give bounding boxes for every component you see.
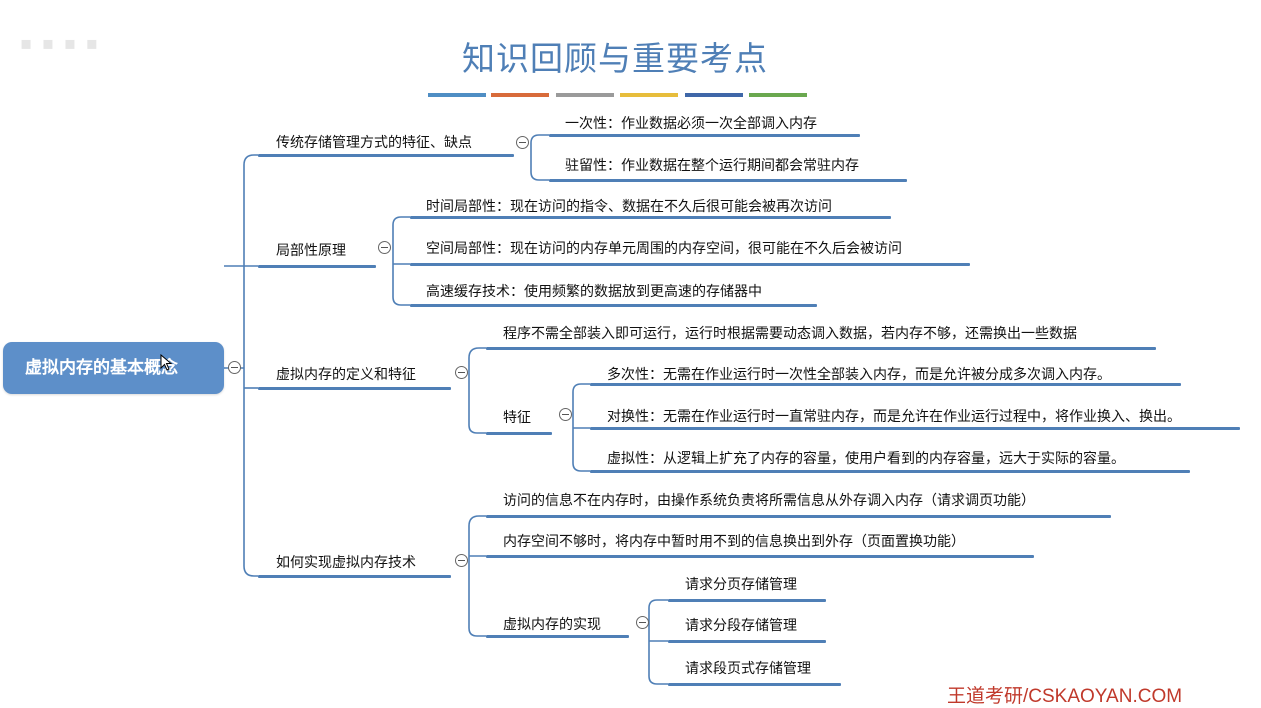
collapse-toggle-icon[interactable] — [559, 408, 572, 421]
collapse-toggle-icon[interactable] — [378, 241, 391, 254]
leaf-node[interactable]: 内存空间不够时，将内存中暂时用不到的信息换出到外存（页面置换功能） — [503, 534, 965, 550]
subbranch-node-vm-implementation[interactable]: 虚拟内存的实现 — [503, 617, 601, 633]
subbranch-underline — [486, 635, 629, 638]
leaf-node[interactable]: 一次性：作业数据必须一次全部调入内存 — [565, 116, 817, 132]
leaf-node[interactable]: 请求段页式存储管理 — [685, 661, 811, 677]
mouse-pointer-icon — [160, 354, 172, 371]
leaf-underline — [590, 427, 1240, 430]
collapse-toggle-icon[interactable] — [455, 366, 468, 379]
leaf-underline — [668, 640, 826, 643]
collapse-toggle-icon[interactable] — [636, 616, 649, 629]
color-bar-segment — [428, 93, 486, 97]
leaf-underline — [590, 383, 1181, 386]
branch-underline — [258, 575, 451, 578]
watermark: 王道考研/CSKAOYAN.COM — [947, 686, 1183, 707]
leaf-underline — [410, 263, 970, 266]
subbranch-underline — [486, 432, 552, 435]
leaf-node[interactable]: 高速缓存技术：使用频繁的数据放到更高速的存储器中 — [426, 284, 762, 300]
leaf-underline — [486, 555, 1034, 558]
collapse-toggle-icon[interactable] — [455, 554, 468, 567]
collapse-toggle-icon[interactable] — [228, 361, 241, 374]
leaf-node[interactable]: 程序不需全部装入即可运行，运行时根据需要动态调入数据，若内存不够，还需换出一些数… — [503, 326, 1077, 342]
branch-node-traditional-storage[interactable]: 传统存储管理方式的特征、缺点 — [276, 135, 472, 151]
subbranch-node-features[interactable]: 特征 — [503, 410, 531, 426]
color-bar-segment — [620, 93, 678, 97]
leaf-underline — [486, 347, 1156, 350]
leaf-node[interactable]: 对换性：无需在作业运行时一直常驻内存，而是允许在作业运行过程中，将作业换入、换出… — [607, 409, 1181, 425]
leaf-underline — [486, 515, 1111, 518]
leaf-underline — [410, 216, 891, 219]
faint-logo-mark: ▪ ▪ ▪ ▪ — [20, 33, 100, 54]
branch-node-locality[interactable]: 局部性原理 — [276, 243, 346, 259]
leaf-node[interactable]: 请求分页存储管理 — [685, 577, 797, 593]
leaf-underline — [410, 304, 817, 307]
branch-node-implementation[interactable]: 如何实现虚拟内存技术 — [276, 555, 416, 571]
color-bar-segment — [556, 93, 614, 97]
color-bar-segment — [749, 93, 807, 97]
branch-underline — [258, 154, 514, 157]
leaf-underline — [549, 179, 907, 182]
color-bar-segment — [685, 93, 743, 97]
page-title: 知识回顾与重要考点 — [462, 39, 768, 78]
leaf-underline — [549, 134, 860, 137]
leaf-node[interactable]: 空间局部性：现在访问的内存单元周围的内存空间，很可能在不久后会被访问 — [426, 241, 902, 257]
branch-node-virtual-memory-definition[interactable]: 虚拟内存的定义和特征 — [276, 367, 416, 383]
leaf-node[interactable]: 时间局部性：现在访问的指令、数据在不久后很可能会被再次访问 — [426, 199, 832, 215]
leaf-node[interactable]: 驻留性：作业数据在整个运行期间都会常驻内存 — [565, 158, 859, 174]
leaf-underline — [590, 470, 1190, 473]
branch-underline — [258, 387, 451, 390]
leaf-underline — [668, 599, 826, 602]
leaf-underline — [668, 683, 841, 686]
leaf-node[interactable]: 多次性：无需在作业运行时一次性全部装入内存，而是允许被分成多次调入内存。 — [607, 367, 1111, 383]
leaf-node[interactable]: 访问的信息不在内存时，由操作系统负责将所需信息从外存调入内存（请求调页功能） — [503, 493, 1035, 509]
branch-underline — [258, 265, 376, 268]
leaf-node[interactable]: 虚拟性：从逻辑上扩充了内存的容量，使用户看到的内存容量，远大于实际的容量。 — [607, 451, 1125, 467]
mindmap-root-node[interactable]: 虚拟内存的基本概念 — [3, 342, 224, 394]
collapse-toggle-icon[interactable] — [516, 136, 529, 149]
leaf-node[interactable]: 请求分段存储管理 — [685, 618, 797, 634]
color-bar-segment — [491, 93, 549, 97]
